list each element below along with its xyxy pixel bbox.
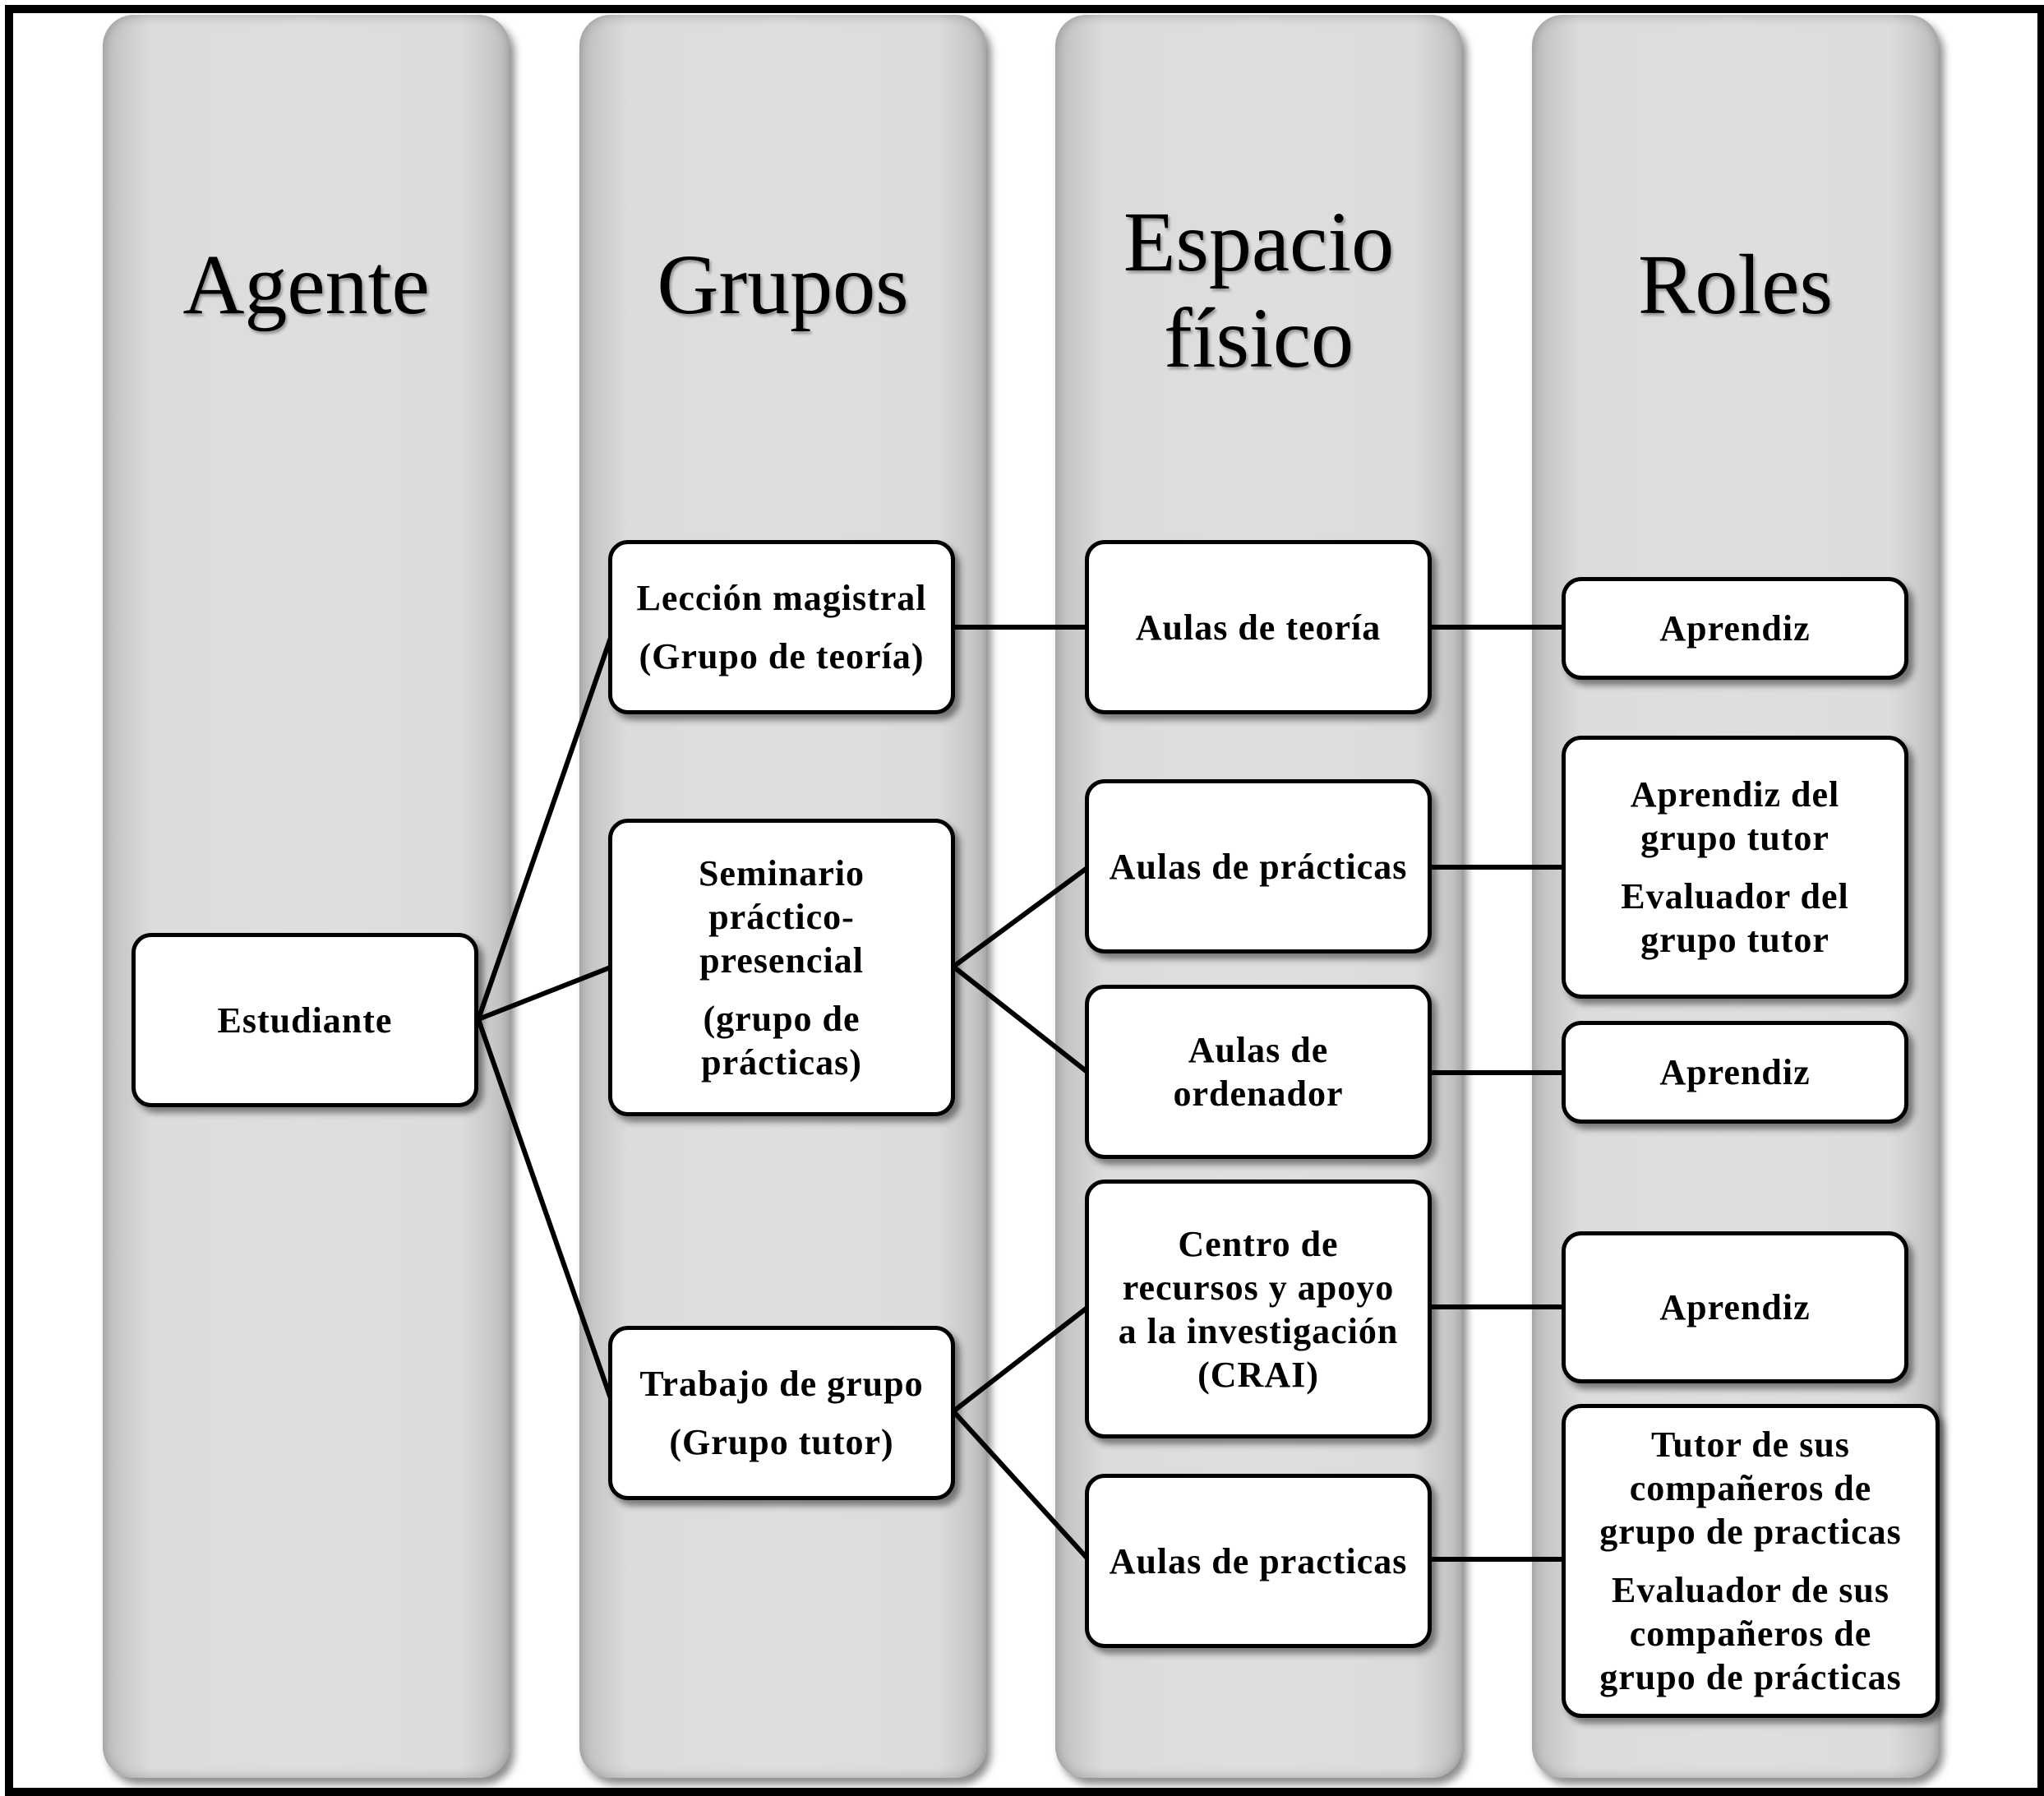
node-aulas-teoria-label: Aulas de teoría (1135, 607, 1382, 648)
node-crai: Centro de recursos y apoyo a la investig… (1085, 1180, 1432, 1438)
column-agente: Agente (103, 15, 510, 1778)
node-rol5-line6: grupo de prácticas (1599, 1657, 1902, 1697)
node-aulas-practicas-label: Aulas de prácticas (1109, 846, 1408, 887)
node-rol-tutor-evaluador-companeros: Tutor de sus compañeros de grupo de prac… (1562, 1404, 1940, 1718)
node-crai-line2: recursos y apoyo (1122, 1267, 1395, 1308)
node-rol5-line5: compañeros de (1629, 1614, 1872, 1654)
node-rol1-label: Aprendiz (1659, 608, 1811, 649)
column-title-grupos: Grupos (657, 238, 909, 332)
connector-estudiante-trabajo (476, 1018, 615, 1404)
node-seminario: Seminario práctico- presencial (grupo de… (608, 819, 955, 1116)
node-seminario-line4: (grupo de (703, 998, 861, 1039)
connector-trabajo-aulas-practicas2 (951, 1409, 1091, 1562)
node-rol2-line3: Evaluador del (1621, 876, 1849, 916)
node-seminario-line1: Seminario (698, 852, 865, 893)
node-rol4-label: Aprendiz (1659, 1287, 1811, 1327)
node-crai-line1: Centro de (1178, 1223, 1339, 1264)
node-seminario-line3: presencial (699, 940, 864, 981)
column-title-agente: Agente (182, 238, 430, 332)
node-rol3-label: Aprendiz (1659, 1052, 1811, 1092)
connector-estudiante-leccion (476, 632, 615, 1020)
node-aulas-practicas-2-label: Aulas de practicas (1109, 1540, 1408, 1581)
node-rol5-line2: compañeros de (1629, 1468, 1872, 1508)
connector-seminario-aulas-ordenador (952, 964, 1090, 1075)
node-seminario-line5: prácticas) (701, 1041, 862, 1083)
node-aulas-practicas: Aulas de prácticas (1085, 779, 1432, 953)
node-aulas-ordenador-line2: ordenador (1173, 1073, 1344, 1114)
node-rol-aprendiz-3: Aprendiz (1562, 1021, 1908, 1124)
node-crai-line4: (CRAI) (1197, 1354, 1319, 1395)
column-title-espacio-line2: físico (1163, 291, 1354, 386)
node-leccion-magistral: Lección magistral (Grupo de teoría) (608, 540, 955, 714)
node-rol2-line4: grupo tutor (1640, 920, 1829, 960)
node-rol5-line3: grupo de practicas (1599, 1512, 1902, 1552)
node-trabajo-line2: (Grupo tutor) (669, 1422, 894, 1462)
node-rol-aprendiz-4: Aprendiz (1562, 1231, 1908, 1383)
node-leccion-line2: (Grupo de teoría) (639, 636, 925, 676)
connector-trabajo-crai (952, 1304, 1090, 1414)
node-aulas-ordenador-line1: Aulas de (1188, 1030, 1329, 1070)
node-rol5-line1: Tutor de sus (1651, 1424, 1850, 1465)
connector-estudiante-seminario (477, 964, 614, 1022)
node-aulas-ordenador: Aulas de ordenador (1085, 985, 1432, 1159)
node-rol2-line1: Aprendiz del (1630, 774, 1840, 815)
connector-seminario-aulas-practicas (952, 865, 1090, 969)
node-rol5-line4: Evaluador de sus (1612, 1570, 1889, 1610)
node-rol-aprendiz-1: Aprendiz (1562, 577, 1908, 680)
node-rol2-line2: grupo tutor (1640, 818, 1829, 858)
node-crai-line3: a la investigación (1118, 1310, 1399, 1351)
node-seminario-line2: práctico- (708, 896, 855, 937)
node-estudiante: Estudiante (131, 933, 478, 1107)
column-title-roles: Roles (1638, 238, 1833, 332)
node-aulas-teoria: Aulas de teoría (1085, 540, 1432, 714)
node-aulas-practicas-2: Aulas de practicas (1085, 1474, 1432, 1648)
node-leccion-line1: Lección magistral (636, 578, 927, 618)
column-title-espacio-line1: Espacio (1123, 195, 1395, 289)
node-trabajo-line1: Trabajo de grupo (639, 1364, 924, 1404)
node-estudiante-label: Estudiante (217, 1000, 393, 1041)
node-rol-aprendiz-evaluador-grupo-tutor: Aprendiz del grupo tutor Evaluador del g… (1562, 736, 1908, 999)
node-trabajo-de-grupo: Trabajo de grupo (Grupo tutor) (608, 1326, 955, 1500)
